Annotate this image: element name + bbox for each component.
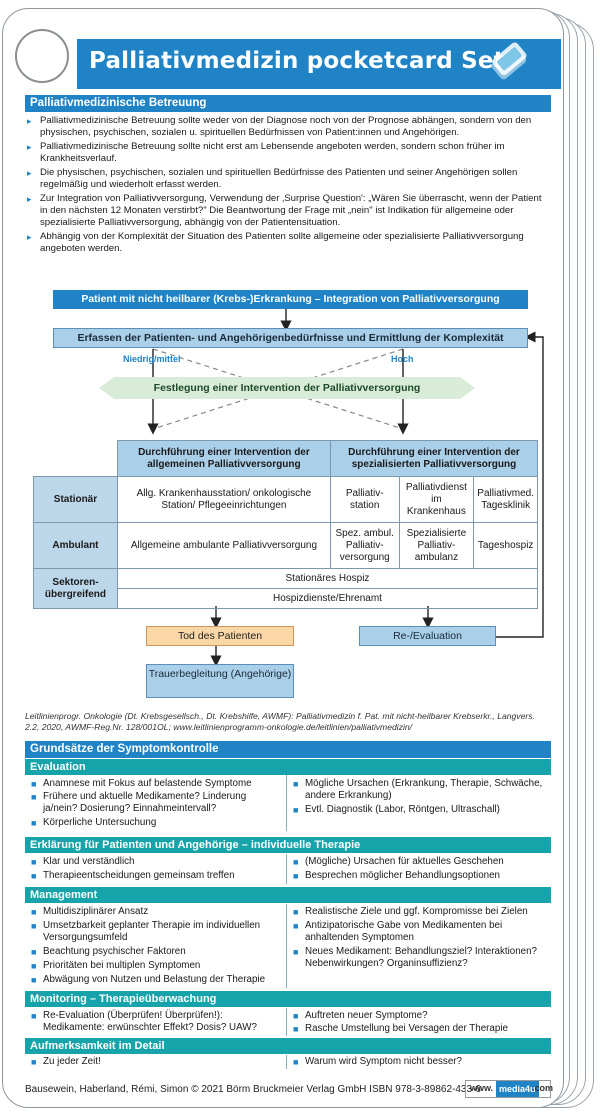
- cell-amb-sp2: Spezialisierte Palliativ-ambulanz: [398, 522, 475, 569]
- flow-death-box: Tod des Patienten: [146, 626, 294, 646]
- cell-amb-sp3: Tageshospiz: [473, 522, 538, 569]
- empty-corner: [34, 441, 118, 477]
- label-high: Hoch: [391, 354, 414, 364]
- bullet-text: Die physischen, psychischen, sozialen un…: [40, 167, 518, 191]
- cell-sek2: Hospizdienste/Ehrenamt: [116, 588, 539, 609]
- list-item: ■Realistische Ziele und ggf. Kompromisse…: [293, 906, 528, 917]
- list-item: ■Therapieentscheidungen gemeinsam treffe…: [31, 870, 235, 881]
- flowchart-connectors: [147, 309, 544, 667]
- group-head-erklaerung: Erklärung für Patienten und Angehörige –…: [25, 837, 551, 853]
- list-item: ■Mögliche Ursachen (Erkrankung, Therapie…: [293, 778, 543, 801]
- list-item: ■Beachtung psychischer Faktoren: [31, 946, 186, 957]
- reference-note: Leitlinienprogr. Onkologie (Dt. Krebsges…: [25, 711, 535, 732]
- section-heading-betreuung: Palliativmedizinische Betreuung: [25, 95, 551, 112]
- list-item: ■Evtl. Diagnostik (Labor, Röntgen, Ultra…: [293, 804, 500, 815]
- flow-reeval-box: Re-/Evaluation: [359, 626, 496, 646]
- row-ambulant: Ambulant: [33, 522, 118, 569]
- care-matrix-table: Durchführung einer Intervention der allg…: [33, 440, 539, 609]
- list-item: ■Frühere und aktuelle Medikamente? Linde…: [31, 791, 247, 814]
- cell-stat-sp3: Palliativmed. Tagesklinik: [473, 476, 538, 523]
- list-item: ■Klar und verständlich: [31, 856, 135, 867]
- title-bar: Palliativmedizin pocketcard Set: [77, 39, 561, 89]
- list-item: ■Rasche Umstellung bei Versagen der Ther…: [293, 1023, 508, 1034]
- badge-media: media4u: [496, 1081, 539, 1097]
- list-item: ■Abwägung von Nutzen und Belastung der T…: [31, 974, 266, 985]
- group-head-management: Management: [25, 887, 551, 903]
- list-item: ■Umsetzbarkeit geplanter Therapie im ind…: [31, 920, 261, 943]
- bullet-text: Palliativmedizinische Betreuung sollte w…: [40, 115, 532, 139]
- column-divider: [286, 854, 287, 884]
- column-divider: [286, 1055, 287, 1069]
- list-item: ■Prioritäten bei multiplen Symptomen: [31, 960, 201, 971]
- list-item: ■Körperliche Untersuchung: [31, 817, 157, 828]
- bullet-text: Abhängig von der Komplexität der Situati…: [40, 231, 524, 255]
- badge-www: www.: [470, 1083, 494, 1093]
- group-head-evaluation: Evaluation: [25, 759, 551, 775]
- cell-stat-sp2: Palliativdienst im Krankenhaus: [398, 476, 475, 523]
- list-item: ■Re-Evaluation (Überprüfen! Überprüfen!)…: [31, 1010, 257, 1033]
- group-head-monitoring: Monitoring – Therapieüberwachung: [25, 991, 551, 1007]
- column-divider: [286, 775, 287, 831]
- bullet-5: ▸Abhängig von der Komplexität der Situat…: [25, 231, 551, 255]
- column-divider: [286, 1008, 287, 1036]
- list-item: ■Antizipatorische Gabe von Medikamenten …: [293, 920, 503, 943]
- badge-com: .com: [532, 1083, 554, 1093]
- flow-decision-box: Festlegung einer Intervention der Pallia…: [99, 377, 475, 399]
- bullet-1: ▸Palliativmedizinische Betreuung sollte …: [25, 115, 551, 139]
- list-item: ■Neues Medikament: Behandlungsziel? Inte…: [293, 946, 538, 969]
- bullet-text: Palliativmedizinische Betreuung sollte n…: [40, 141, 505, 165]
- media4u-badge[interactable]: www. media4u .com: [465, 1080, 554, 1098]
- list-item: ■Auftreten neuer Symptome?: [293, 1010, 428, 1021]
- list-item: ■Zu jeder Zeit!: [31, 1056, 101, 1067]
- bullet-3: ▸Die physischen, psychischen, sozialen u…: [25, 167, 551, 191]
- column-divider: [286, 904, 287, 988]
- section-heading-symptomkontrolle: Grundsätze der Symptomkontrolle: [25, 741, 551, 758]
- card-title: Palliativmedizin pocketcard Set: [89, 48, 505, 74]
- list-item: ■Multidisziplinärer Ansatz: [31, 906, 149, 917]
- list-item: ■Warum wird Symptom nicht besser?: [293, 1056, 462, 1067]
- flow-grief-box: Trauerbegleitung (Angehörige): [146, 664, 294, 698]
- card-stack-icon: [491, 42, 527, 80]
- flow-assess-box: Erfassen der Patienten- und Angehörigenb…: [53, 328, 528, 348]
- col-special-head: Durchführung einer Intervention der spez…: [329, 440, 539, 477]
- cell-stat-general: Allg. Krankenhausstation/ onkologische S…: [116, 476, 331, 523]
- label-low-medium: Niedrig/mittel: [123, 354, 181, 364]
- col-general-head: Durchführung einer Intervention der allg…: [116, 440, 331, 477]
- punch-hole: [15, 29, 69, 83]
- pocketcard: Palliativmedizin pocketcard Set Palliati…: [2, 8, 564, 1108]
- cell-stat-sp1: Palliativ-station: [329, 476, 400, 523]
- list-item: ■Anamnese mit Fokus auf belastende Sympt…: [31, 778, 252, 789]
- cell-amb-general: Allgemeine ambulante Palliativversorgung: [116, 522, 331, 569]
- cell-amb-sp1: Spez. ambul. Palliativ-versorgung: [329, 522, 400, 569]
- list-item: ■(Mögliche) Ursachen für aktuelles Gesch…: [293, 856, 504, 867]
- bullet-2: ▸Palliativmedizinische Betreuung sollte …: [25, 141, 551, 165]
- flow-start-box: Patient mit nicht heilbarer (Krebs-)Erkr…: [53, 290, 528, 309]
- bullet-4: ▸Zur Integration von Palliativversorgung…: [25, 193, 551, 230]
- row-sektor: Sektoren-übergreifend: [33, 568, 118, 609]
- copyright-footer: Bausewein, Haberland, Rémi, Simon © 2021…: [25, 1084, 481, 1095]
- list-item: ■Besprechen möglicher Behandlungsoptione…: [293, 870, 500, 881]
- bullet-text: Zur Integration von Palliativversorgung,…: [40, 193, 542, 229]
- row-stationaer: Stationär: [33, 476, 118, 523]
- cell-sek1: Stationäres Hospiz: [116, 568, 539, 589]
- group-head-aufmerksamkeit: Aufmerksamkeit im Detail: [25, 1038, 551, 1054]
